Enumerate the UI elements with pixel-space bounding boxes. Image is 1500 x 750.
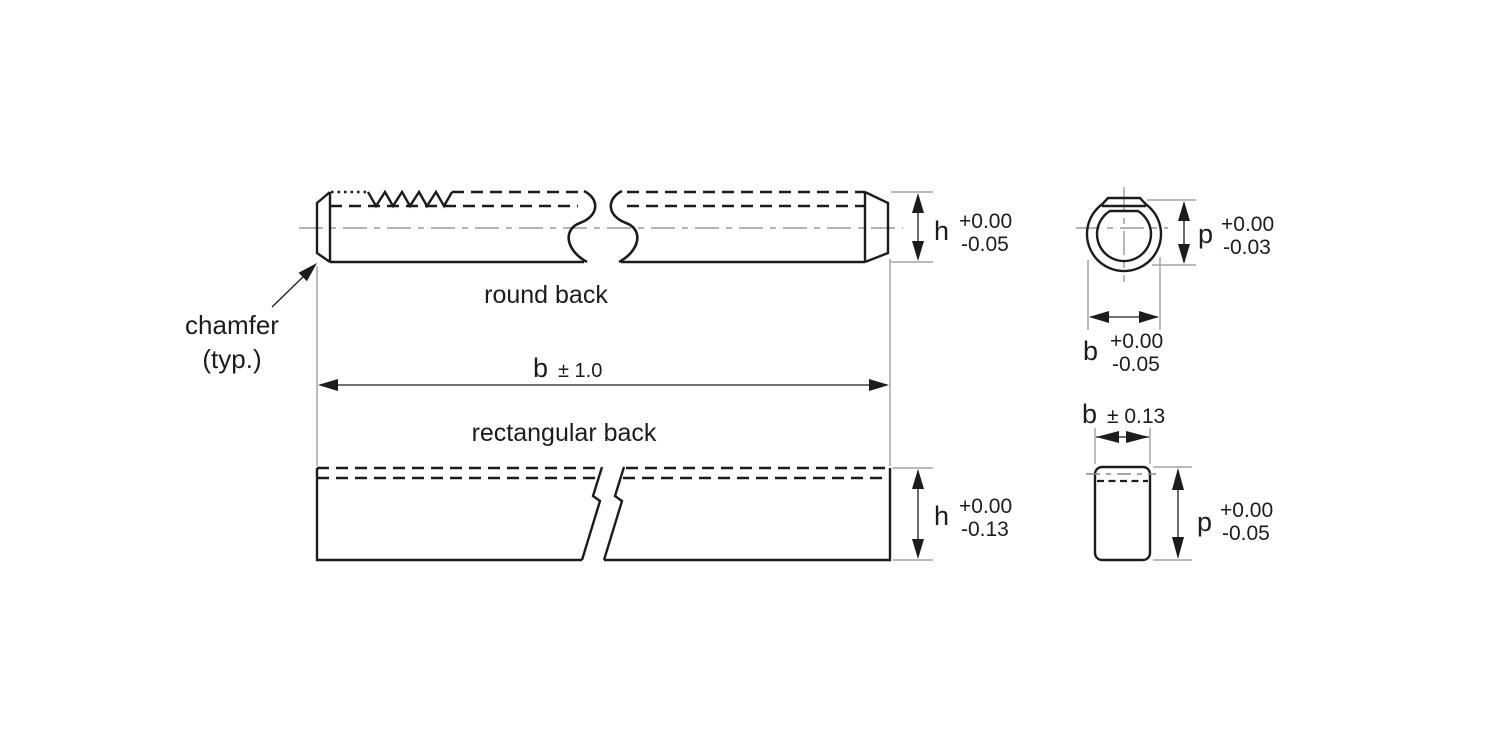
arrowhead-left-icon <box>1096 431 1119 443</box>
arrowhead-down-icon <box>912 241 924 261</box>
dim-b-length: b ± 1.0 <box>316 259 891 466</box>
arrowhead-up-icon <box>912 469 924 489</box>
dim-letter: h <box>934 216 949 246</box>
dim-letter: h <box>934 501 949 531</box>
round-back-label: round back <box>484 281 608 309</box>
arrowhead-up-icon <box>1172 468 1184 490</box>
rect-cross-section <box>1086 465 1156 562</box>
arrowhead-right-icon <box>1139 311 1159 323</box>
inner-profile <box>1095 209 1153 263</box>
break-line-right <box>602 466 626 561</box>
round-back-view: round back <box>299 189 903 309</box>
tolerance-plus: +0.00 <box>1110 330 1163 353</box>
tolerance-plus: +0.00 <box>1221 213 1274 236</box>
chamfer-label-line2: (typ.) <box>202 344 261 374</box>
tolerance-plus: +0.00 <box>1220 499 1273 522</box>
right-end-chamfer <box>863 190 890 264</box>
arrowhead-left-icon <box>318 379 338 391</box>
dim-letter: b <box>533 353 548 383</box>
arrowhead-down-icon <box>912 539 924 559</box>
dim-p-rect-section: p +0.00 -0.05 <box>1153 466 1273 561</box>
dim-b-round-section: b +0.00 -0.05 <box>1083 257 1163 376</box>
arrowhead-up-icon <box>1178 201 1190 221</box>
rectangular-back-view: rectangular back <box>315 419 892 562</box>
dim-h-rect-back: h +0.00 -0.13 <box>893 467 1012 561</box>
arrowhead-up-icon <box>912 193 924 213</box>
round-cross-section <box>1076 187 1168 282</box>
dim-letter: p <box>1198 219 1213 249</box>
break-line-left <box>567 189 597 264</box>
dim-b-rect-section: b ± 0.13 <box>1082 399 1165 464</box>
leader-arrowhead-icon <box>298 263 317 282</box>
outline <box>315 468 892 562</box>
left-end-chamfer <box>315 191 332 263</box>
dim-letter: p <box>1197 507 1212 537</box>
dim-p-round-section: p +0.00 -0.03 <box>1147 199 1274 266</box>
tolerance-plus: +0.00 <box>959 210 1012 233</box>
dim-tolerance: ± 1.0 <box>558 360 602 382</box>
tolerance-plus: +0.00 <box>959 495 1012 518</box>
dim-h-round-back: h +0.00 -0.05 <box>891 191 1012 263</box>
rectangular-back-label: rectangular back <box>472 419 657 447</box>
serration-teeth <box>366 189 454 209</box>
chamfer-label-line1: chamfer <box>185 310 279 340</box>
outer-profile <box>1093 465 1152 562</box>
leader-line <box>271 274 306 308</box>
outer-profile <box>1085 196 1163 273</box>
arrowhead-down-icon <box>1172 537 1184 559</box>
tolerance-minus: -0.03 <box>1223 236 1271 259</box>
chamfer-callout: chamfer (typ.) <box>185 263 317 374</box>
tolerance-minus: -0.05 <box>1222 522 1270 545</box>
arrowhead-right-icon <box>869 379 889 391</box>
tolerance-minus: -0.05 <box>961 233 1009 256</box>
arrowhead-left-icon <box>1089 311 1109 323</box>
tolerance-minus: -0.13 <box>961 518 1009 541</box>
tolerance-minus: -0.05 <box>1112 353 1160 376</box>
arrowhead-down-icon <box>1178 244 1190 264</box>
arrowhead-right-icon <box>1126 431 1149 443</box>
dim-letter: b <box>1082 399 1097 429</box>
dim-tolerance: ± 0.13 <box>1107 405 1165 428</box>
break-line-left <box>580 466 604 561</box>
break-line-right <box>609 189 639 264</box>
dim-letter: b <box>1083 336 1098 366</box>
